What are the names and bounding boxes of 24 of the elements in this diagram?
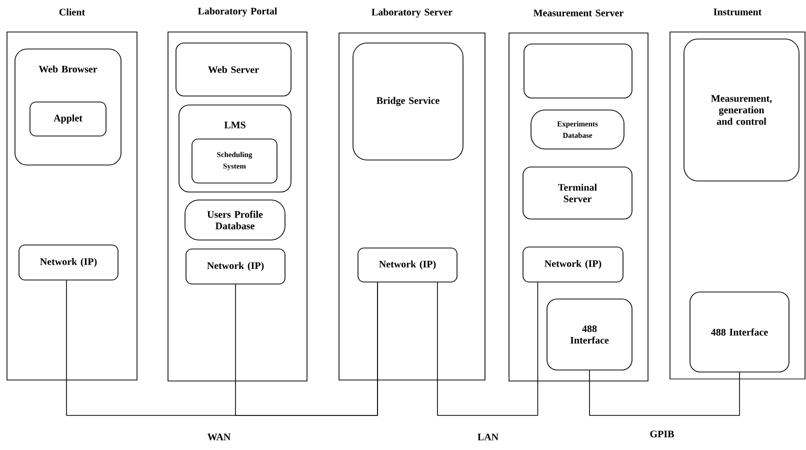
bus-line bbox=[437, 282, 538, 416]
component-box: Network (IP) bbox=[358, 248, 458, 282]
component-box: Network (IP) bbox=[522, 246, 624, 282]
bus-label: GPIB bbox=[648, 430, 676, 438]
component-box: Applet bbox=[30, 102, 106, 136]
bus-line bbox=[589, 370, 740, 416]
component-box: Bridge Service bbox=[352, 42, 464, 160]
node-label: Measurement Server bbox=[534, 10, 624, 16]
node-label: Laboratory Server bbox=[372, 8, 452, 18]
component-box: Network (IP) bbox=[18, 244, 118, 280]
bus-label: LAN bbox=[476, 432, 500, 442]
bus-label: WAN bbox=[206, 432, 232, 442]
component-box: 488 Interface bbox=[690, 292, 790, 372]
component-box: Users Profile Database bbox=[184, 200, 286, 240]
component-box: Terminal Server bbox=[522, 166, 632, 220]
node-label: Instrument bbox=[714, 8, 762, 16]
node-label: Laboratory Portal bbox=[198, 7, 278, 17]
component-box: Measurement, generation and control bbox=[684, 38, 800, 182]
bus-line bbox=[235, 282, 378, 416]
component-box: 488 Interface bbox=[546, 298, 632, 370]
component-box: Web Server bbox=[176, 42, 292, 96]
node-label: Client bbox=[59, 8, 86, 16]
empty-box bbox=[524, 44, 632, 98]
component-box: Network (IP) bbox=[186, 248, 286, 284]
